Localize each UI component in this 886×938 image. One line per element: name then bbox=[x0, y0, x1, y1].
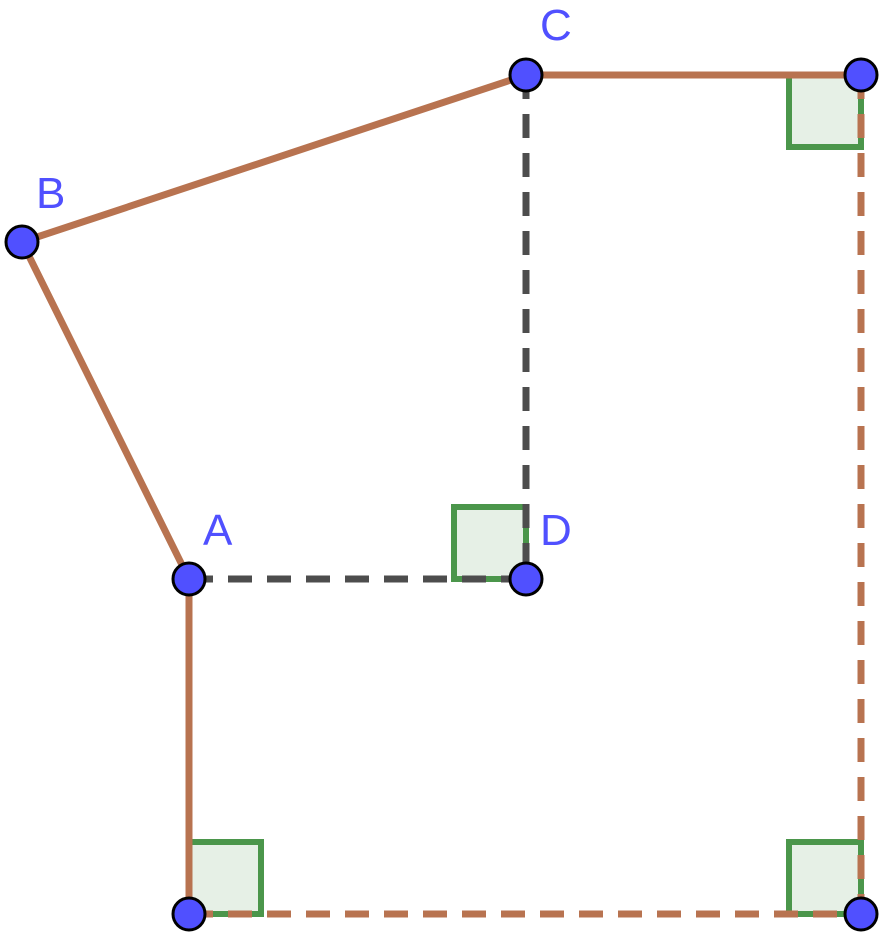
label-c: C bbox=[540, 1, 572, 50]
point-c[interactable] bbox=[508, 57, 544, 93]
point-b[interactable] bbox=[4, 224, 40, 260]
point-top-right[interactable] bbox=[843, 57, 879, 93]
segment-b-a bbox=[18, 238, 193, 583]
segment-b-c bbox=[18, 71, 530, 246]
point-bottom-left[interactable] bbox=[171, 896, 207, 932]
point-a[interactable] bbox=[171, 561, 207, 597]
construction-lines bbox=[189, 75, 530, 583]
point-labels: A B C D bbox=[36, 1, 572, 555]
points bbox=[4, 57, 879, 932]
polygon-segments bbox=[18, 71, 865, 918]
label-b: B bbox=[36, 169, 65, 218]
label-a: A bbox=[203, 506, 233, 555]
label-d: D bbox=[540, 506, 572, 555]
point-bottom-right[interactable] bbox=[843, 896, 879, 932]
point-d[interactable] bbox=[508, 561, 544, 597]
